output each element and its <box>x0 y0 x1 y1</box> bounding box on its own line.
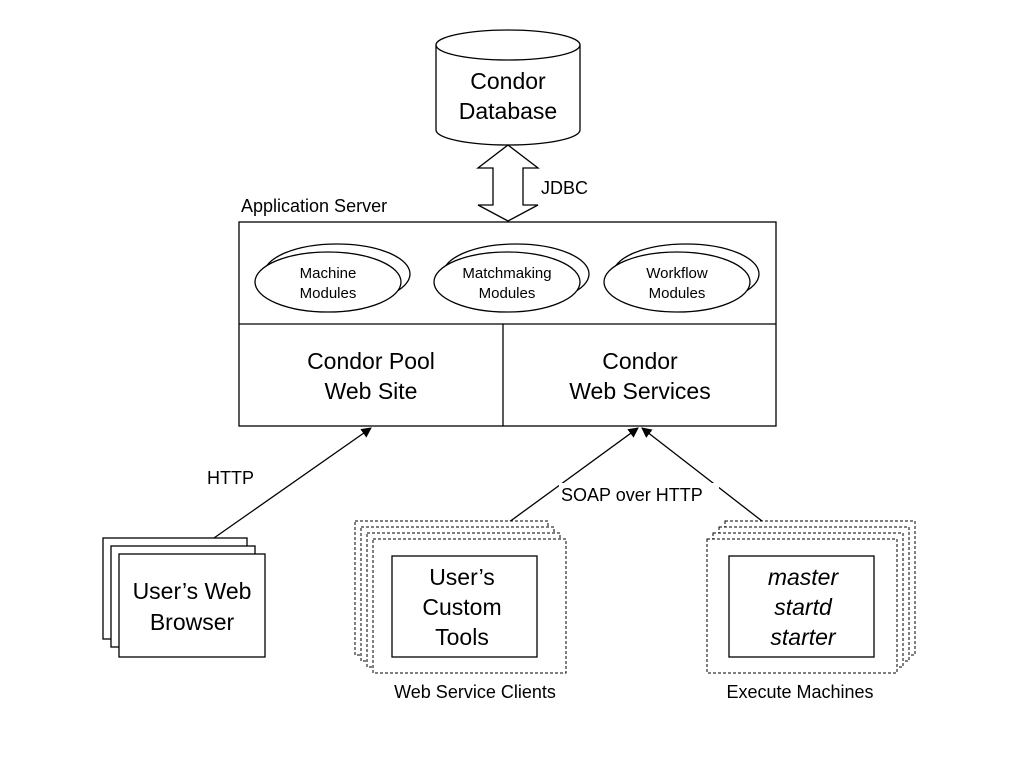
module-workflow-line2: Modules <box>649 285 706 302</box>
execute-line1: master <box>768 564 840 590</box>
web-service-clients-stack: User’s Custom Tools Web Service Clients <box>354 520 567 702</box>
soap-label: SOAP over HTTP <box>561 485 703 505</box>
database-label-line1: Condor <box>470 68 546 94</box>
pool-web-site-line2: Web Site <box>325 378 418 404</box>
browser-line1: User’s Web <box>133 578 252 604</box>
condor-database: Condor Database <box>435 29 581 146</box>
module-workflow: Workflow Modules <box>603 243 760 313</box>
web-services-line1: Condor <box>602 348 678 374</box>
module-matchmaking: Matchmaking Modules <box>433 243 590 313</box>
module-matchmaking-line1: Matchmaking <box>462 265 551 282</box>
pool-web-site-line1: Condor Pool <box>307 348 435 374</box>
module-machine: Machine Modules <box>254 243 411 313</box>
web-browser-stack: User’s Web Browser <box>102 537 266 658</box>
custom-tools-line2: Custom <box>422 594 501 620</box>
database-label-line2: Database <box>459 98 557 124</box>
execute-machines-caption: Execute Machines <box>726 682 873 702</box>
module-machine-line1: Machine <box>300 265 357 282</box>
module-workflow-line1: Workflow <box>646 265 708 282</box>
web-services-line2: Web Services <box>569 378 710 404</box>
jdbc-connector: JDBC <box>476 144 588 222</box>
app-server-title: Application Server <box>241 196 387 216</box>
module-machine-line2: Modules <box>300 285 357 302</box>
execute-line3: starter <box>770 624 837 650</box>
custom-tools-line3: Tools <box>435 624 489 650</box>
jdbc-label: JDBC <box>541 178 588 198</box>
browser-line2: Browser <box>150 609 235 635</box>
custom-tools-line1: User’s <box>429 564 495 590</box>
execute-line2: startd <box>774 594 833 620</box>
http-arrow <box>193 427 372 553</box>
module-matchmaking-line2: Modules <box>479 285 536 302</box>
http-label: HTTP <box>207 468 254 488</box>
web-service-clients-caption: Web Service Clients <box>394 682 556 702</box>
execute-machines-stack: master startd starter Execute Machines <box>706 520 916 702</box>
